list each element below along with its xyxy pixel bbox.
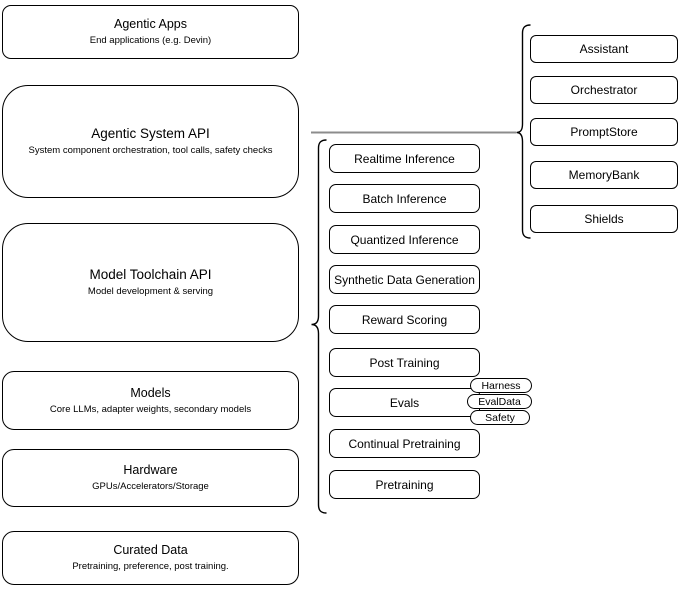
- node-continual-pretraining: Continual Pretraining: [329, 429, 480, 458]
- node-model-toolchain-api: Model Toolchain API Model development & …: [2, 223, 299, 342]
- node-label: Synthetic Data Generation: [334, 272, 475, 287]
- tag-label: EvalData: [478, 395, 521, 408]
- node-quantized-inference: Quantized Inference: [329, 225, 480, 254]
- node-batch-inference: Batch Inference: [329, 184, 480, 213]
- tag-harness: Harness: [470, 378, 532, 393]
- node-label: MemoryBank: [568, 168, 640, 182]
- node-reward-scoring: Reward Scoring: [329, 305, 480, 334]
- node-label: Continual Pretraining: [348, 436, 461, 451]
- node-label: Quantized Inference: [350, 232, 459, 247]
- node-label: Shields: [584, 212, 624, 226]
- node-promptstore: PromptStore: [530, 118, 678, 146]
- tag-label: Harness: [481, 379, 521, 392]
- node-title: Models: [130, 385, 171, 400]
- node-title: Hardware: [123, 463, 178, 477]
- node-subtitle: GPUs/Accelerators/Storage: [92, 481, 209, 492]
- node-agentic-system-api: Agentic System API System component orch…: [2, 85, 299, 198]
- node-pretraining: Pretraining: [329, 470, 480, 499]
- node-realtime-inference: Realtime Inference: [329, 144, 480, 173]
- tag-label: Safety: [485, 411, 515, 424]
- node-label: Reward Scoring: [361, 312, 448, 327]
- node-synthetic-data-generation: Synthetic Data Generation: [329, 265, 480, 294]
- node-assistant: Assistant: [530, 35, 678, 63]
- node-post-training: Post Training: [329, 348, 480, 377]
- node-label: Assistant: [579, 42, 629, 56]
- node-label: Post Training: [369, 355, 440, 370]
- node-label: Pretraining: [375, 477, 434, 492]
- node-label: Batch Inference: [362, 191, 447, 206]
- node-title: Agentic Apps: [114, 17, 187, 31]
- node-agentic-apps: Agentic Apps End applications (e.g. Devi…: [2, 5, 299, 59]
- node-curated-data: Curated Data Pretraining, preference, po…: [2, 531, 299, 585]
- node-evals: Evals: [329, 388, 480, 417]
- node-models: Models Core LLMs, adapter weights, secon…: [2, 371, 299, 430]
- node-memorybank: MemoryBank: [530, 161, 678, 189]
- node-title: Model Toolchain API: [89, 267, 212, 282]
- node-subtitle: System component orchestration, tool cal…: [28, 145, 273, 156]
- toolchain-brace: [311, 139, 327, 514]
- node-hardware: Hardware GPUs/Accelerators/Storage: [2, 449, 299, 507]
- system-components-brace: [516, 24, 531, 239]
- node-orchestrator: Orchestrator: [530, 76, 678, 104]
- node-title: Curated Data: [113, 543, 188, 557]
- tag-evaldata: EvalData: [467, 394, 532, 409]
- node-subtitle: Model development & serving: [87, 286, 214, 297]
- node-label: PromptStore: [570, 125, 638, 139]
- node-subtitle: Pretraining, preference, post training.: [72, 561, 229, 572]
- node-subtitle: End applications (e.g. Devin): [89, 35, 212, 46]
- tag-safety: Safety: [470, 410, 530, 425]
- node-label: Evals: [389, 395, 420, 410]
- node-label: Orchestrator: [570, 83, 638, 97]
- node-shields: Shields: [530, 205, 678, 233]
- node-subtitle: Core LLMs, adapter weights, secondary mo…: [49, 403, 252, 415]
- node-title: Agentic System API: [91, 126, 210, 141]
- node-label: Realtime Inference: [354, 151, 455, 166]
